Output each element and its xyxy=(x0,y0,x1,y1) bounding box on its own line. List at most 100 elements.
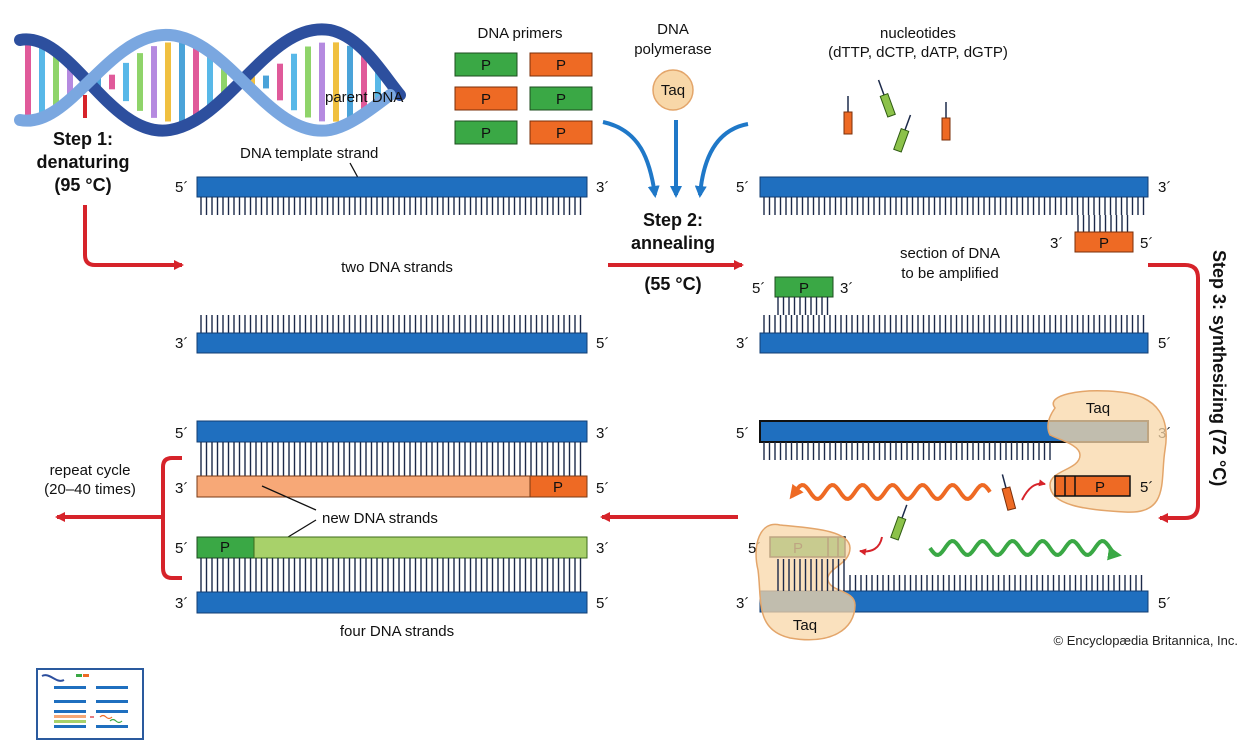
step1-title: Step 1: xyxy=(53,129,113,149)
taq-enzyme-icon xyxy=(652,69,694,111)
primer-letter: P xyxy=(1095,479,1105,496)
primer-letter: P xyxy=(481,91,491,108)
parent-dna-helix xyxy=(14,23,406,137)
primer-letter: P xyxy=(553,479,563,496)
template-strand-label: DNA template strand xyxy=(240,145,378,162)
orange-extension-arrow xyxy=(789,482,992,502)
step1-name: denaturing xyxy=(37,152,130,172)
nucleotide-icon xyxy=(941,102,951,141)
primer-green xyxy=(454,52,518,77)
strand1-3prime: 3´ xyxy=(596,179,609,196)
primer-letter: P xyxy=(556,125,566,142)
annealed-primer-orange xyxy=(1074,231,1134,253)
strand2-5prime: 5´ xyxy=(596,335,609,352)
nucleotides-arrow xyxy=(694,122,749,198)
step1-temp: (95 °C) xyxy=(54,175,111,195)
template-bottom-bases xyxy=(200,315,582,333)
primer-orange xyxy=(529,120,593,145)
step3-arrow xyxy=(1148,263,1200,523)
result-template-bottom xyxy=(196,591,588,614)
primer-letter: P xyxy=(1099,235,1109,252)
orange-primer-3prime: 3´ xyxy=(1050,235,1063,252)
step2-title: Step 2: xyxy=(643,210,703,230)
taq-lower-bases xyxy=(777,559,845,591)
strand2-3prime: 3´ xyxy=(175,335,188,352)
taq-lower-label: Taq xyxy=(793,617,817,634)
annealed-primer-green xyxy=(774,276,834,298)
result-top-bases xyxy=(200,442,582,476)
parent-dna-label: parent DNA xyxy=(325,89,403,106)
result-b-5prime: 5´ xyxy=(596,480,609,497)
synth-bottom-bases xyxy=(849,575,1143,591)
diagram-thumbnail[interactable] xyxy=(36,668,144,740)
new-strand-pointer-a xyxy=(261,485,317,511)
annealed-bottom-bases xyxy=(763,315,1145,333)
taq-upper-label: Taq xyxy=(1086,400,1110,417)
nucleotides-label-2: (dTTP, dCTP, dATP, dGTP) xyxy=(828,44,1008,61)
step3-label: Step 3: synthesizing (72 °C) xyxy=(1209,250,1229,486)
annealed-top-5prime: 5´ xyxy=(736,179,749,196)
nucleotide-icon xyxy=(843,96,853,135)
strand1-5prime: 5´ xyxy=(175,179,188,196)
result-a-3prime: 3´ xyxy=(596,425,609,442)
primer-orange xyxy=(454,86,518,111)
repeat-label-2: (20–40 times) xyxy=(44,481,136,498)
nucleotide-add-arrow xyxy=(1021,479,1046,501)
copyright-text: © Encyclopædia Britannica, Inc. xyxy=(1054,633,1238,648)
annealed-template-bottom xyxy=(759,332,1149,354)
result-template-top xyxy=(196,420,588,443)
four-strands-label: four DNA strands xyxy=(340,623,454,640)
synth-bottom-5prime: 5´ xyxy=(1158,595,1171,612)
annealed-top-bases xyxy=(763,197,1145,215)
result-c-5prime: 5´ xyxy=(175,540,188,557)
annealed-bottom-3prime: 3´ xyxy=(736,335,749,352)
step2-name: annealing xyxy=(631,233,715,253)
repeat-label-1: repeat cycle xyxy=(50,462,131,479)
green-extension-arrow xyxy=(928,538,1122,561)
section-label-1: section of DNA xyxy=(900,245,1000,262)
polymerase-label-2: polymerase xyxy=(634,41,712,58)
synth-top-5prime: 5´ xyxy=(736,425,749,442)
annealed-bottom-5prime: 5´ xyxy=(1158,335,1171,352)
new-strand-orange xyxy=(196,475,531,498)
helix-backbone-b xyxy=(14,28,396,137)
primer-letter: P xyxy=(220,539,230,556)
thumbnail-preview-icon xyxy=(38,670,142,738)
new-strands-label: new DNA strands xyxy=(322,510,438,527)
result-a-5prime: 5´ xyxy=(175,425,188,442)
primer-letter: P xyxy=(481,57,491,74)
green-primer-5prime: 5´ xyxy=(752,280,765,297)
primer-letter: P xyxy=(556,57,566,74)
primer-letter: P xyxy=(556,91,566,108)
nucleotide-icons xyxy=(843,79,951,153)
polymerase-label-1: DNA xyxy=(657,21,689,38)
step1-arrow xyxy=(83,205,184,270)
taq-label: Taq xyxy=(661,82,685,99)
primers-label: DNA primers xyxy=(477,25,562,42)
synth-bottom-3prime: 3´ xyxy=(736,595,749,612)
primers-arrow xyxy=(602,120,660,198)
result-d-5prime: 5´ xyxy=(596,595,609,612)
synth-primer-orange xyxy=(1054,475,1131,497)
annealed-top-3prime: 3´ xyxy=(1158,179,1171,196)
green-primer-3prime: 3´ xyxy=(840,280,853,297)
template-strand-top xyxy=(196,176,588,198)
two-strands-label: two DNA strands xyxy=(341,259,453,276)
result-c-3prime: 3´ xyxy=(596,540,609,557)
orange-primer-5prime: 5´ xyxy=(1140,235,1153,252)
result-bottom-bases xyxy=(200,558,582,592)
repeat-bracket xyxy=(161,456,182,580)
template-top-bases xyxy=(200,197,582,215)
primer-letter: P xyxy=(799,280,809,297)
primer-green xyxy=(454,120,518,145)
result-b-3prime: 3´ xyxy=(175,480,188,497)
nucleotide-icon xyxy=(893,114,912,153)
synth-top-bases xyxy=(763,442,1051,460)
result-primer-orange xyxy=(529,475,588,498)
primer-green xyxy=(529,86,593,111)
nucleotide-icon xyxy=(877,79,896,118)
synth-orange-5prime: 5´ xyxy=(1140,479,1153,496)
incoming-nucleotide-icon xyxy=(890,504,908,541)
primer-grid: P P P P P P xyxy=(454,52,593,145)
step2-temp: (55 °C) xyxy=(644,274,701,294)
